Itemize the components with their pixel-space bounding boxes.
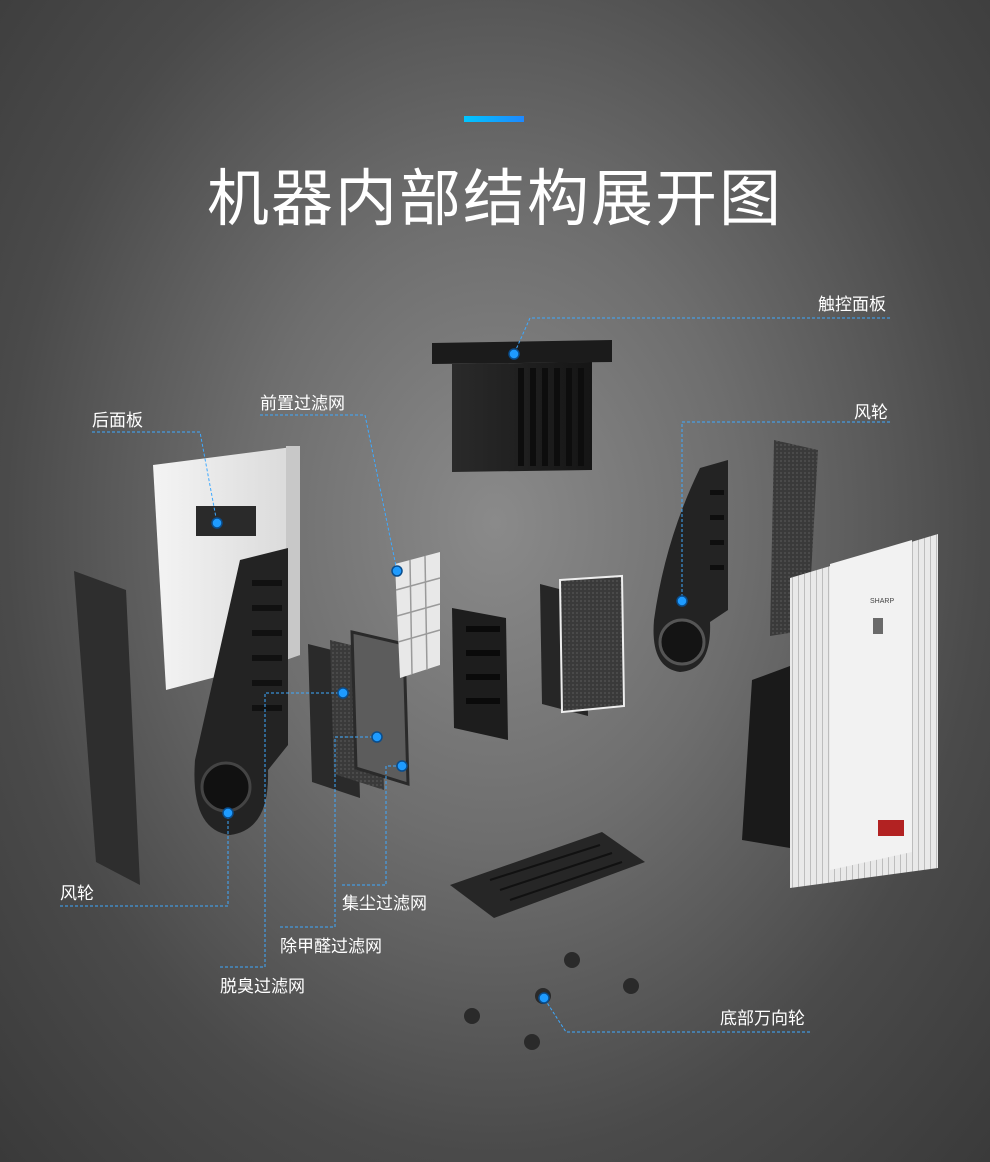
label-dust-filter: 集尘过滤网 — [342, 894, 427, 914]
label-back-panel: 后面板 — [92, 411, 143, 431]
label-pre-filter: 前置过滤网 — [260, 394, 345, 414]
label-fan-left: 风轮 — [60, 884, 94, 904]
label-fan-right: 风轮 — [854, 403, 888, 423]
main-body-part: SHARP — [742, 534, 938, 888]
brand-logo: SHARP — [870, 598, 894, 605]
pre-filter-part — [395, 552, 441, 678]
caster-wheels-part — [464, 952, 639, 1050]
center-filter-mesh-part — [558, 574, 626, 714]
page-title: 机器内部结构展开图 — [206, 162, 783, 235]
callout-dots — [211, 348, 688, 1004]
bottom-tray-part — [450, 832, 645, 918]
label-formaldehyde-filter: 除甲醛过滤网 — [280, 937, 382, 957]
left-side-panel-part — [74, 571, 140, 885]
touch-panel-part — [432, 340, 612, 472]
leader-lines — [60, 317, 890, 1033]
label-caster-wheels: 底部万向轮 — [720, 1009, 805, 1029]
center-frame-part — [452, 608, 508, 740]
right-fan-part — [653, 460, 728, 672]
label-touch-panel: 触控面板 — [818, 295, 886, 315]
title-accent-bar — [464, 116, 524, 122]
dust-filter-part — [350, 630, 410, 787]
label-deodorizing-filter: 脱臭过滤网 — [220, 977, 305, 997]
